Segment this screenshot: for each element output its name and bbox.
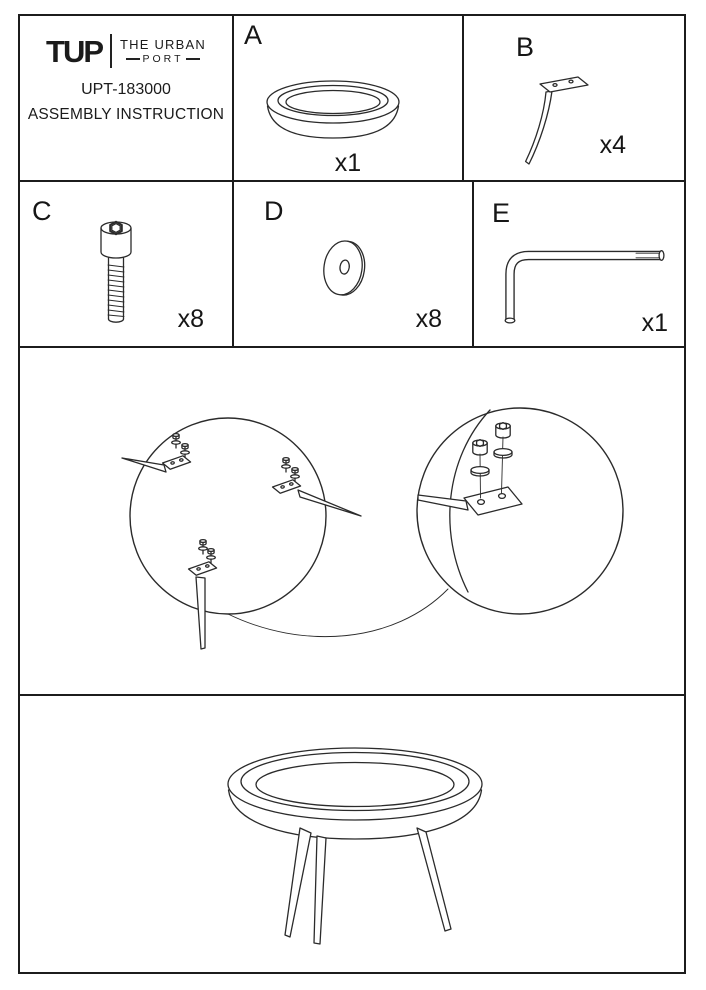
table-top-rim	[227, 747, 483, 821]
part-cell-b: B x4	[462, 16, 684, 180]
table-leg-left	[284, 827, 312, 938]
leg-mount-right	[271, 456, 362, 517]
logo-divider	[110, 34, 113, 68]
part-cell-d: D x8	[232, 182, 472, 346]
part-cell-c: C x8	[20, 182, 232, 346]
sheet-title: ASSEMBLY INSTRUCTION	[27, 106, 225, 123]
table-top-inner-rim	[240, 751, 470, 812]
part-qty-b: x4	[599, 131, 626, 159]
brand-name-line1: THE URBAN	[120, 37, 206, 52]
bowl-side	[227, 789, 483, 840]
part-qty-e: x1	[641, 309, 668, 337]
leg-mount-top-left	[121, 432, 192, 473]
zoom-detail-circle	[416, 407, 624, 615]
rule-left	[125, 58, 140, 60]
part-label-b: B	[516, 32, 535, 62]
part-cell-e: E x1	[472, 182, 684, 346]
assembled-table	[227, 747, 483, 945]
tup-logo: TUP	[46, 33, 104, 69]
assembly-diagram-section	[20, 348, 684, 696]
brand-name: THE URBAN PORT	[120, 37, 206, 65]
leg-drawing	[524, 76, 589, 165]
table-top-floor	[255, 761, 455, 808]
parts-row-1: TUP THE URBAN PORT UPT-183000 ASSEMBLY I…	[20, 16, 684, 182]
final-assembly-drawing	[227, 747, 483, 945]
part-label-d: D	[264, 196, 284, 226]
table-rim-arc	[449, 409, 491, 593]
bolt-drawing	[100, 220, 132, 323]
instruction-sheet: TUP THE URBAN PORT UPT-183000 ASSEMBLY I…	[18, 14, 686, 974]
part-label-c: C	[32, 196, 52, 226]
detail-bolt-1	[470, 438, 490, 499]
table-leg-middle	[313, 835, 327, 945]
model-number: UPT-183000	[81, 81, 171, 98]
assembly-diagram	[121, 407, 624, 650]
brand-name-line2-wrap: PORT	[123, 53, 204, 65]
washer-drawing	[323, 240, 366, 296]
underside-view-circle	[121, 417, 362, 650]
part-label-e: E	[492, 198, 511, 228]
parts-row-2: C x8 D x8 E	[20, 182, 684, 348]
table-leg-right	[416, 827, 452, 932]
allen-key-drawing	[504, 250, 665, 324]
rule-right	[186, 58, 201, 60]
zoom-leader-line	[227, 588, 449, 637]
leg-mount-bottom	[187, 538, 218, 650]
part-qty-d: x8	[415, 305, 442, 333]
part-label-a: A	[244, 20, 263, 50]
part-qty-a: x1	[334, 149, 362, 177]
final-assembly-section	[20, 696, 684, 966]
part-cell-a: A x1	[232, 16, 462, 180]
brand-panel: TUP THE URBAN PORT UPT-183000 ASSEMBLY I…	[20, 16, 232, 180]
detail-bracket-plate	[463, 486, 523, 516]
table-top-drawing	[266, 80, 400, 139]
detail-bolt-2	[493, 421, 513, 494]
brand-name-line2: PORT	[142, 53, 184, 65]
detail-leg	[417, 494, 469, 511]
part-qty-c: x8	[177, 305, 204, 333]
